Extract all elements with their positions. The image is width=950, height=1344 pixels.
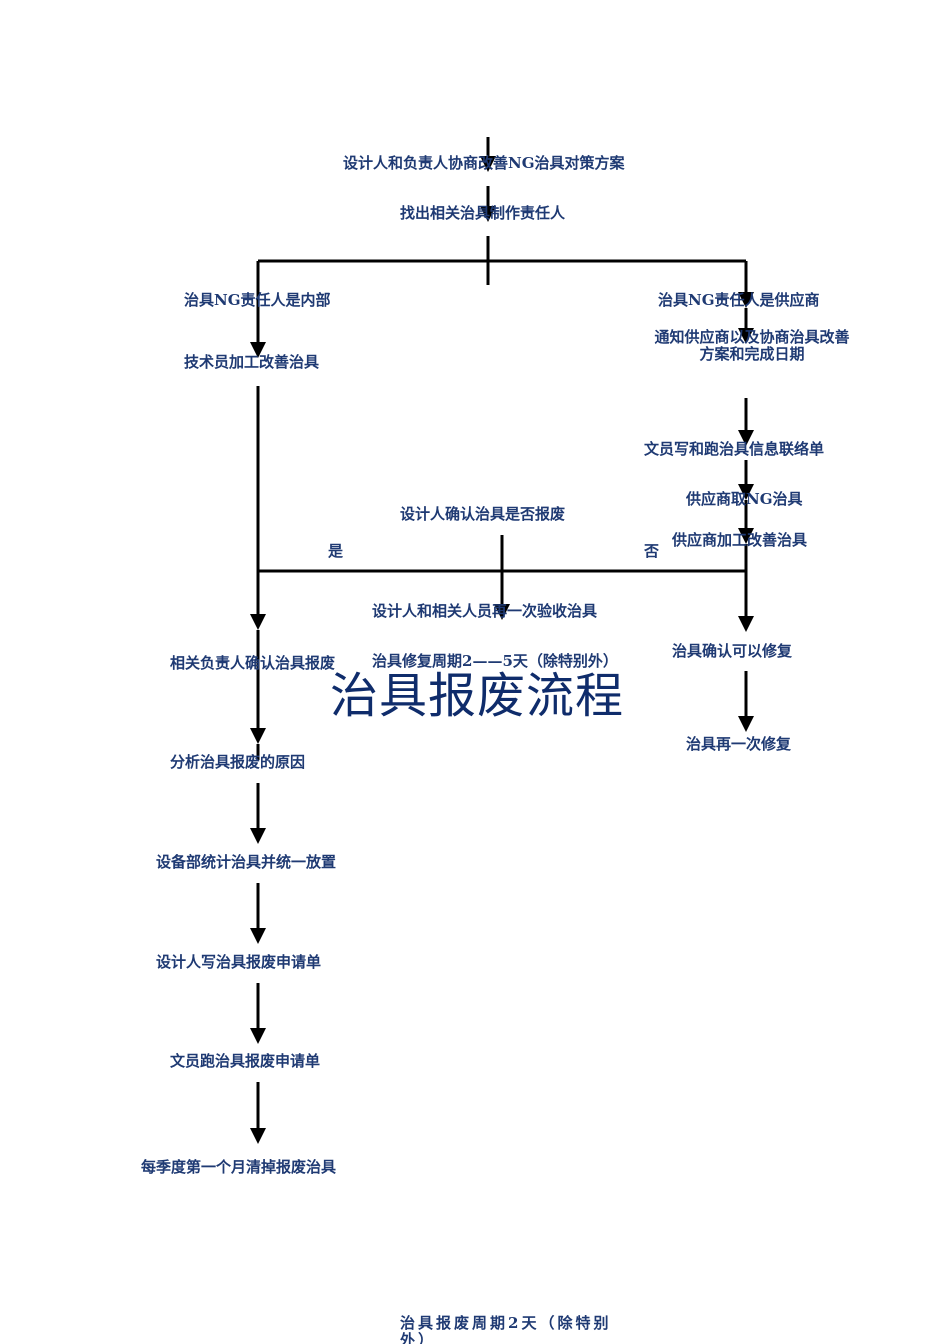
arrowhead-icon [738,328,754,344]
step-equipment-collect: 设备部统计治具并统一放置 [156,853,337,871]
step-write-scrap-request: 设计人写治具报废申请单 [156,953,322,971]
step-reinspect: 设计人和相关人员再一次验收治具 [372,602,598,620]
step-confirm-scrap: 相关负责人确认治具报废 [170,654,336,672]
condition-internal-responsible: 治具NG责任人是内部 [184,291,331,309]
step-quarterly-clear: 每季度第一个月清掉报废治具 [141,1158,337,1176]
decision-no-label: 否 [644,542,660,560]
step-notify-supplier-line2: 方案和完成日期 [699,345,805,363]
step-repair-again: 治具再一次修复 [686,735,792,753]
repair-cycle-note: 治具修复周期2——5天（除特别外） [372,652,618,670]
arrowhead-icon [250,1128,266,1144]
arrowhead-icon [250,928,266,944]
arrowhead-icon [738,716,754,732]
arrowhead-icon [738,616,754,632]
arrowhead-icon [738,430,754,446]
step-supplier-improve: 供应商加工改善治具 [672,531,808,549]
arrowhead-icon [738,292,754,308]
decision-yes-label: 是 [328,542,344,560]
step-supplier-collect: 供应商取NG治具 [686,490,803,508]
step-analyze-cause: 分析治具报废的原因 [170,753,306,771]
arrowhead-icon [738,528,754,544]
arrowhead-icon [494,604,510,620]
step-technician-improve: 技术员加工改善治具 [184,353,320,371]
arrowhead-icon [250,1028,266,1044]
step-clerk-scrap-request: 文员跑治具报废申请单 [170,1052,321,1070]
arrowhead-icon [480,156,496,172]
arrowhead-icon [250,614,266,630]
decision-confirm-scrap: 设计人确认治具是否报废 [400,505,566,523]
arrowhead-icon [738,484,754,500]
step-negotiate-countermeasure: 设计人和负责人协商改善NG治具对策方案 [343,154,625,172]
step-find-responsible-person: 找出相关治具制作责任人 [400,204,566,222]
arrowhead-icon [250,342,266,358]
condition-supplier-responsible: 治具NG责任人是供应商 [658,291,820,309]
diagram-title: 治具报废流程 [330,668,625,724]
step-notify-supplier: 通知供应商以及协商治具改善 方案和完成日期 [640,329,864,363]
step-confirm-repairable: 治具确认可以修复 [672,642,793,660]
step-clerk-contact-form: 文员写和跑治具信息联络单 [644,440,825,458]
step-notify-supplier-line1: 通知供应商以及协商治具改善 [654,328,850,346]
scrap-cycle-note: 治具报废周期2天（除特别外） [400,1314,612,1344]
arrowhead-icon [250,828,266,844]
arrowhead-icon [250,728,266,744]
arrowhead-icon [480,206,496,222]
